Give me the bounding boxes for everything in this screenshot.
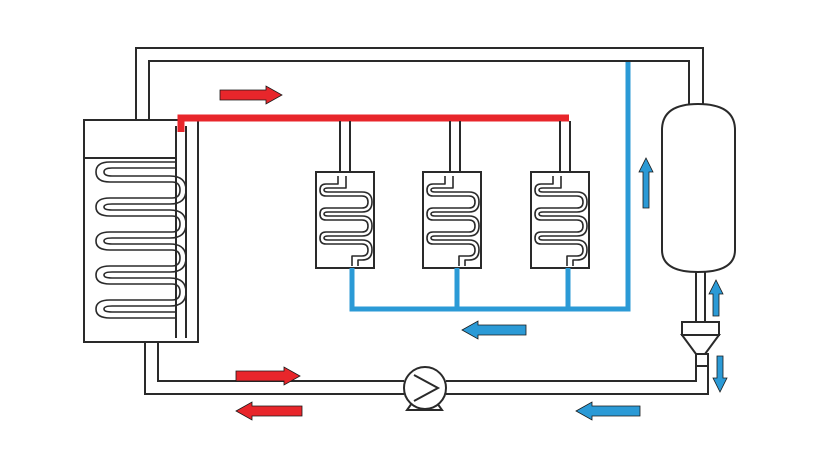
emitter-feed-pipes <box>339 121 571 172</box>
bottom-lower-arrow <box>235 401 303 421</box>
cold-return-header <box>349 62 631 312</box>
flow-arrows <box>219 85 728 421</box>
top-supply-arrow <box>219 85 283 105</box>
outer-loop-pipe <box>135 47 704 120</box>
bottom-return-pipe <box>144 342 709 395</box>
cyclone-separator-icon <box>680 321 721 367</box>
right-riser-arrow <box>638 157 654 209</box>
emitter-2 <box>422 171 482 269</box>
circulation-pump-icon <box>403 366 447 411</box>
coil-radiator-icon <box>530 171 590 269</box>
emitter-1 <box>315 171 375 269</box>
vertical-vessel-icon <box>661 102 736 274</box>
bottom-upper-arrow <box>235 366 301 386</box>
coil-radiator-icon <box>422 171 482 269</box>
coil-tank-icon <box>83 119 199 343</box>
tank-separator-link <box>695 270 706 322</box>
separator-outlet-arrow <box>712 355 728 393</box>
tank-inlet-arrow <box>708 279 724 317</box>
bottom-right-arrow <box>575 401 641 421</box>
return-header-arrow <box>461 320 527 340</box>
coil-radiator-icon <box>315 171 375 269</box>
emitter-3 <box>530 171 590 269</box>
hot-supply-header <box>177 114 569 132</box>
